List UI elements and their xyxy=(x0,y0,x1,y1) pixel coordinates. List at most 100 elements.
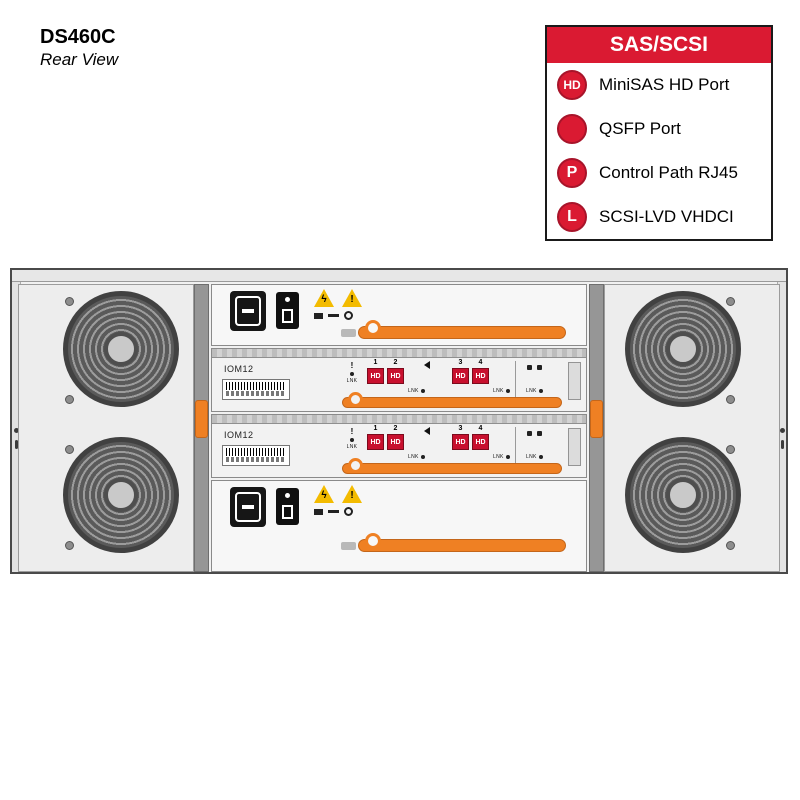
alert-mark: ! xyxy=(350,427,354,436)
serial-text xyxy=(226,457,286,462)
psu-release-handle xyxy=(341,320,566,339)
chassis-top-edge xyxy=(12,270,786,282)
indicator-icon xyxy=(424,361,430,369)
legend-item: QSFP Port xyxy=(547,107,771,151)
legend-item: HD MiniSAS HD Port xyxy=(547,63,771,107)
link-indicator: LNK xyxy=(408,388,425,394)
panel-divider xyxy=(515,361,516,403)
port-number: 4 xyxy=(478,425,483,432)
right-fan-module xyxy=(604,284,780,572)
minisas-hd-port-4: HD xyxy=(472,368,489,384)
screw-icon xyxy=(726,541,735,550)
legend-item: L SCSI-LVD VHDCI xyxy=(547,195,771,239)
led-icon xyxy=(505,455,510,459)
led-icon xyxy=(420,455,425,459)
led-icon xyxy=(537,431,542,436)
lnk-label: LNK xyxy=(493,388,504,394)
port-number: 3 xyxy=(458,359,463,366)
led-icon xyxy=(527,431,532,436)
link-indicator: LNK xyxy=(408,454,425,460)
power-supply-top: ϟ ! xyxy=(211,284,587,346)
lnk-label: LNK xyxy=(408,454,419,460)
power-symbol-icon xyxy=(344,311,353,320)
warning-label: ϟ ! xyxy=(314,289,388,320)
legend-item: P Control Path RJ45 xyxy=(547,151,771,195)
ac-inlet-c20 xyxy=(230,487,266,527)
iom-end-connector xyxy=(568,428,581,466)
minisas-hd-port-1: HD xyxy=(367,368,384,384)
ac-inlet-slot xyxy=(242,309,254,313)
hazard-exclamation-icon: ! xyxy=(342,485,362,503)
attention-indicator: ! LNK xyxy=(342,361,362,384)
power-switch xyxy=(276,292,299,329)
ac-inlet-slot xyxy=(242,505,254,509)
alert-mark: ! xyxy=(350,361,354,370)
led-icon xyxy=(420,389,425,393)
diagram-title: DS460C xyxy=(40,26,116,48)
legend: SAS/SCSI HD MiniSAS HD Port QSFP Port P … xyxy=(545,25,773,241)
indicator-icon xyxy=(424,427,430,435)
port-number: 3 xyxy=(458,425,463,432)
manual-icon xyxy=(314,312,323,319)
barcode-icon xyxy=(226,382,286,390)
serial-number-label xyxy=(222,445,290,466)
hazard-bolt-icon: ϟ xyxy=(314,485,334,503)
legend-item-label: QSFP Port xyxy=(599,119,681,138)
link-indicator: LNK xyxy=(526,388,543,394)
ac-inlet-socket xyxy=(235,492,261,522)
minisas-hd-port-4: HD xyxy=(472,434,489,450)
fan-grille-icon xyxy=(625,291,741,407)
port-number: 4 xyxy=(478,359,483,366)
left-fan-module xyxy=(18,284,194,572)
hazard-exclamation-icon: ! xyxy=(342,289,362,307)
screw-icon xyxy=(726,395,735,404)
screw-icon xyxy=(65,297,74,306)
legend-header: SAS/SCSI xyxy=(547,27,771,63)
switch-mark xyxy=(285,297,290,302)
barcode-icon xyxy=(226,448,286,456)
iom-vent-strip xyxy=(212,349,586,358)
minisas-hd-port-3: HD xyxy=(452,368,469,384)
lnk-label: LNK xyxy=(408,388,419,394)
switch-rocker xyxy=(282,505,293,519)
control-path-rj45-icon: P xyxy=(557,158,587,188)
ac-inlet-c20 xyxy=(230,291,266,331)
label-bar-icon xyxy=(328,510,339,513)
power-supply-bottom: ϟ ! xyxy=(211,480,587,572)
right-latch-handle xyxy=(590,400,603,438)
iom12-module-a: IOM12 ! LNK 1 2 HD HD LNK 3 4 HD HD xyxy=(211,348,587,412)
legend-item-label: SCSI-LVD VHDCI xyxy=(599,207,734,226)
port-number: 2 xyxy=(393,425,398,432)
lnk-label: LNK xyxy=(526,388,537,394)
minisas-hd-port-1: HD xyxy=(367,434,384,450)
ear-hole xyxy=(14,428,19,433)
ear-slot xyxy=(15,440,18,449)
iom-release-handle xyxy=(342,392,562,408)
port-number: 2 xyxy=(393,359,398,366)
screw-icon xyxy=(65,541,74,550)
attention-indicator: ! LNK xyxy=(342,427,362,450)
iom-label: IOM12 xyxy=(224,364,254,374)
minisas-hd-port-2: HD xyxy=(387,434,404,450)
legend-item-label: MiniSAS HD Port xyxy=(599,75,730,94)
lnk-label: LNK xyxy=(493,454,504,460)
link-indicator: LNK xyxy=(493,388,510,394)
iom-label: IOM12 xyxy=(224,430,254,440)
warning-label: ϟ ! xyxy=(314,485,388,516)
power-switch xyxy=(276,488,299,525)
iom-vent-strip xyxy=(212,415,586,424)
legend-item-label: Control Path RJ45 xyxy=(599,163,738,182)
power-symbol-icon xyxy=(344,507,353,516)
ear-slot xyxy=(781,440,784,449)
led-icon xyxy=(350,372,354,376)
ac-inlet-socket xyxy=(235,296,261,326)
fan-grille-icon xyxy=(625,437,741,553)
lnk-label: LNK xyxy=(346,378,358,384)
hazard-bolt-icon: ϟ xyxy=(314,289,334,307)
ear-hole xyxy=(780,428,785,433)
psu-release-handle xyxy=(341,533,566,552)
lnk-label: LNK xyxy=(526,454,537,460)
screw-icon xyxy=(726,297,735,306)
iom-release-handle xyxy=(342,458,562,474)
